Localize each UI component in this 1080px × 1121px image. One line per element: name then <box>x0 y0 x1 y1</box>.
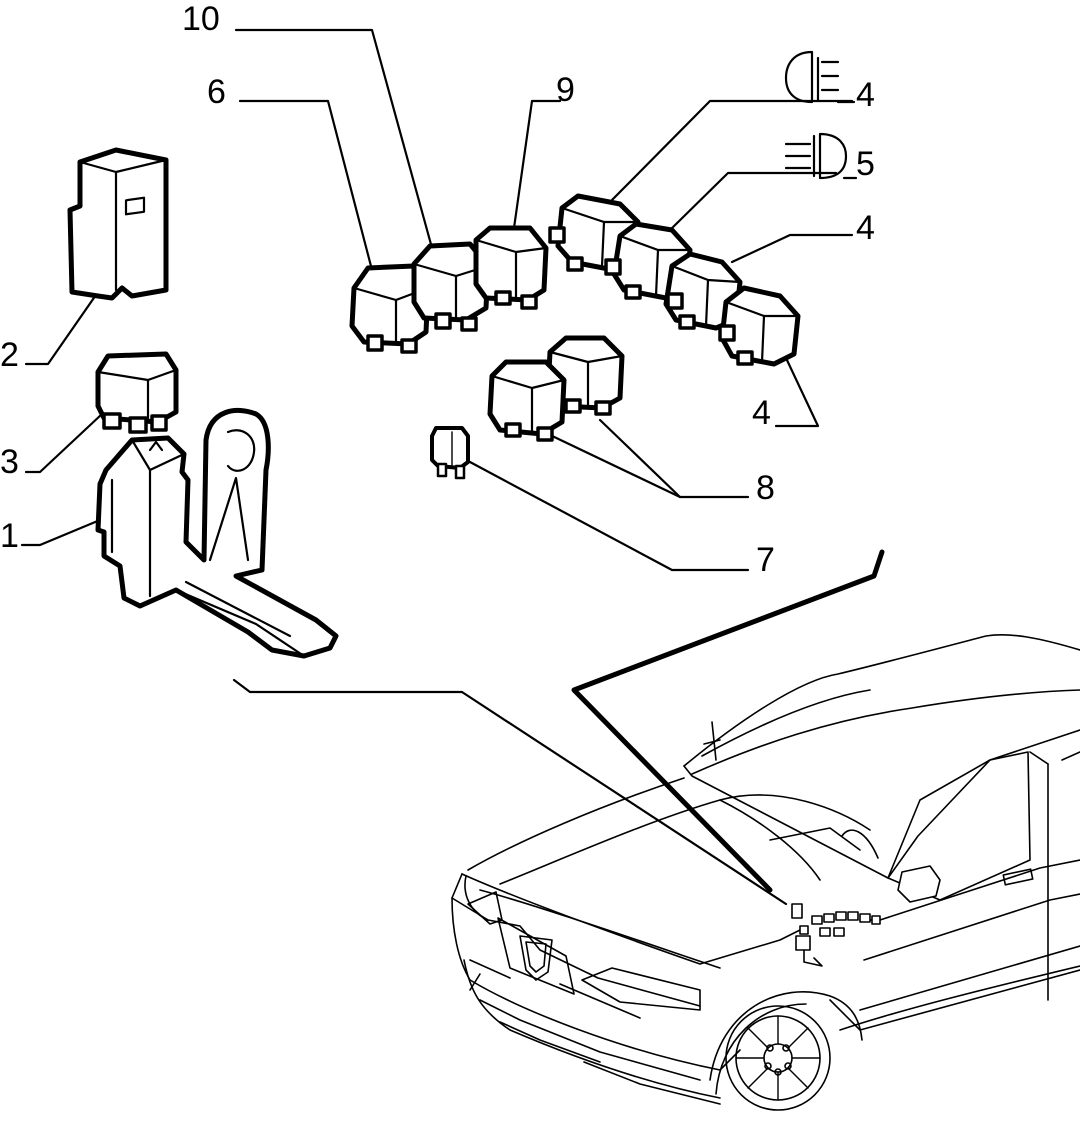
part-1-bracket <box>95 408 339 659</box>
callout-6: 6 <box>207 73 226 111</box>
callout-10: 10 <box>182 0 220 38</box>
car-illustration <box>451 633 1080 1111</box>
leader-4-fog <box>610 99 854 202</box>
leader-4-middle <box>730 233 854 264</box>
leader-2 <box>24 290 100 366</box>
leader-3 <box>24 412 104 474</box>
leader-1 <box>20 518 102 547</box>
rear-fog-light-icon <box>784 132 858 180</box>
callout-labels: 10 6 9 4 5 4 4 8 7 2 3 1 <box>0 0 875 579</box>
leader-car-bracket <box>232 678 788 906</box>
callout-5: 5 <box>856 145 875 183</box>
fog-light-icon <box>784 50 856 104</box>
callout-4-lower: 4 <box>752 394 771 432</box>
relay-4-lower <box>718 285 801 367</box>
part-2-cover <box>67 147 169 301</box>
part-8-relays <box>487 335 625 442</box>
callout-9: 9 <box>556 71 575 109</box>
leader-4-lower <box>774 356 820 428</box>
leader-8a <box>598 418 750 499</box>
relay-8-left <box>487 359 567 442</box>
location-pointer <box>571 549 885 893</box>
callout-4-fog: 4 <box>856 76 875 114</box>
callout-1: 1 <box>0 517 19 555</box>
callout-8: 8 <box>756 469 775 507</box>
relay-row-right <box>548 193 801 367</box>
leader-6 <box>238 99 374 272</box>
callout-2: 2 <box>0 336 19 374</box>
leader-8b <box>546 432 682 499</box>
car-relay-cluster <box>791 903 881 967</box>
leader-5 <box>668 171 838 232</box>
leader-10 <box>234 28 434 250</box>
relay-8-right <box>545 335 625 416</box>
part-7-fuse <box>430 426 470 480</box>
part-3-relay <box>95 351 179 434</box>
callout-3: 3 <box>0 443 19 481</box>
part-6-relay <box>349 263 431 354</box>
callout-4-middle: 4 <box>856 209 875 247</box>
part-9-relay <box>473 225 549 310</box>
leader-9 <box>512 99 562 230</box>
leader-7 <box>468 460 750 572</box>
callout-7: 7 <box>756 541 775 579</box>
